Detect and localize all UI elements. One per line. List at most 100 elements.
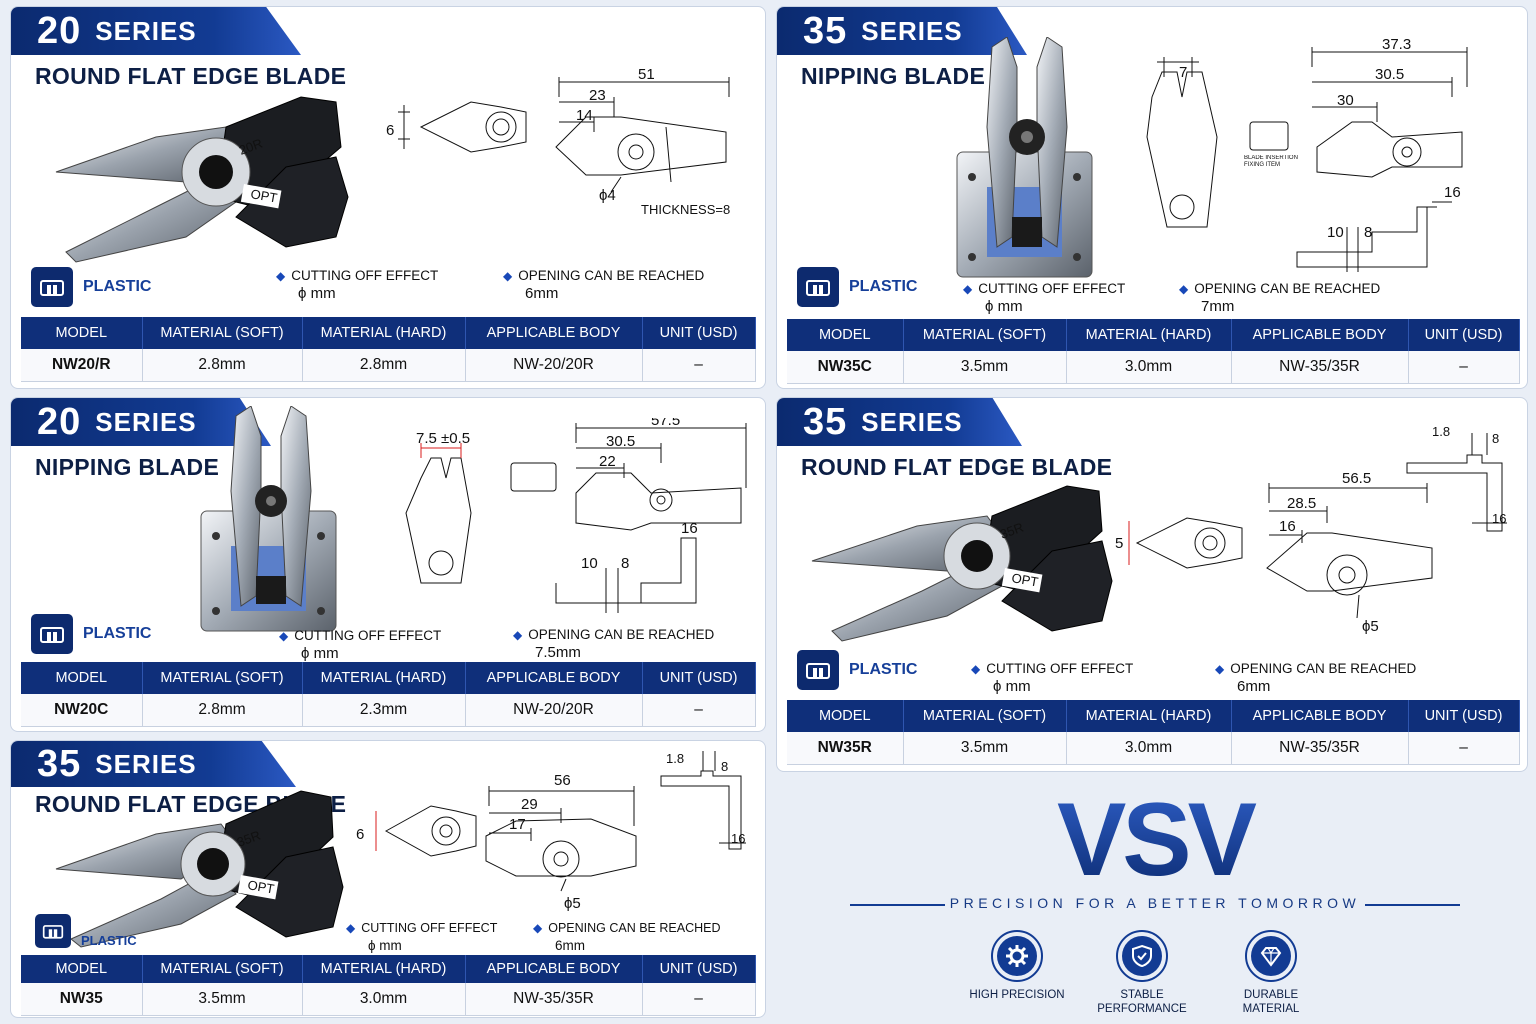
cell-body: NW-20/20R [465, 694, 643, 727]
col-material-soft: MATERIAL (SOFT) [903, 700, 1067, 732]
opening-value: 7mm [1201, 298, 1235, 315]
brand-area: VSV PRECISION FOR A BETTER TOMORROW HIGH… [790, 785, 1520, 1020]
cutting-value: ϕ mm [993, 678, 1031, 695]
cutting-label: CUTTING OFF EFFECT [986, 661, 1134, 676]
series-number: 35 [803, 400, 848, 443]
product-card-nw35: 35 SERIES ROUND FLAT EDGE BLADE 35R OPT [10, 740, 766, 1018]
dim-opening: 5 [1115, 535, 1123, 552]
plastic-label: PLASTIC [81, 933, 137, 948]
col-material-soft: MATERIAL (SOFT) [142, 955, 303, 983]
spec-table: MODEL MATERIAL (SOFT) MATERIAL (HARD) AP… [21, 955, 756, 1016]
dim-opening: 6 [356, 826, 364, 843]
cell-soft: 2.8mm [142, 694, 303, 727]
table-header-row: MODEL MATERIAL (SOFT) MATERIAL (HARD) AP… [21, 662, 756, 694]
col-material-hard: MATERIAL (HARD) [302, 662, 466, 694]
col-applicable-body: APPLICABLE BODY [1231, 700, 1409, 732]
col-model: MODEL [21, 317, 143, 349]
dim-mid: 29 [521, 796, 538, 813]
dim-thickness: THICKNESS=8 [641, 202, 730, 217]
cell-unit: – [642, 983, 756, 1016]
cell-unit: – [642, 349, 756, 382]
cell-body: NW-35/35R [465, 983, 643, 1016]
product-card-nw35r: 35 SERIES ROUND FLAT EDGE BLADE 35R OPT [776, 397, 1528, 772]
col-model: MODEL [787, 700, 904, 732]
blade-product-image: 35R OPT [55, 790, 344, 948]
series-number: 35 [803, 9, 848, 52]
cutting-off-effect: ◆CUTTING OFF EFFECT ϕ mm [279, 627, 441, 663]
cell-hard: 3.0mm [1066, 351, 1232, 384]
table-row: NW35 3.5mm 3.0mm NW-35/35R – [21, 983, 756, 1016]
plastic-icon [35, 913, 71, 948]
cell-soft: 3.5mm [903, 351, 1067, 384]
cell-model: NW20C [21, 694, 143, 727]
blade-product-image: 20R OPT [55, 96, 349, 263]
opening-value: 6mm [555, 938, 585, 953]
dim-length: 37.3 [1382, 36, 1411, 53]
opening-reached: ◆OPENING CAN BE REACHED 6mm [503, 267, 704, 303]
diamond-bullet-icon: ◆ [971, 662, 981, 676]
gear-icon [1006, 945, 1028, 967]
dim-opening: 7.5 ±0.5 [416, 430, 470, 447]
blade-product-image [956, 37, 1093, 278]
col-model: MODEL [787, 319, 904, 351]
diamond-bullet-icon: ◆ [276, 269, 286, 283]
diamond-icon [1260, 947, 1282, 967]
feature-durable-material: DURABLE MATERIAL [1206, 930, 1336, 1016]
opening-label: OPENING CAN BE REACHED [1230, 661, 1417, 676]
cell-hard: 2.3mm [302, 694, 466, 727]
col-material-hard: MATERIAL (HARD) [1066, 319, 1232, 351]
note-blade-insertion: BLADE INSERTION FIXING ITEM [1244, 155, 1298, 168]
tool-mark-opt: OPT [1010, 570, 1039, 589]
cell-body: NW-20/20R [465, 349, 643, 382]
col-model: MODEL [21, 662, 143, 694]
opening-label: OPENING CAN BE REACHED [518, 268, 705, 283]
plastic-badge: PLASTIC [35, 913, 137, 948]
cutting-value: ϕ mm [985, 298, 1023, 315]
opening-value: 7.5mm [535, 644, 581, 661]
dim-short: 16 [1279, 518, 1296, 535]
table-row: NW35R 3.5mm 3.0mm NW-35/35R – [787, 732, 1520, 765]
product-card-nw20r: 20 SERIES ROUND FLAT EDGE BLADE 20R OPT [10, 6, 766, 389]
col-material-hard: MATERIAL (HARD) [302, 317, 466, 349]
dimension-drawing: 6 51 23 14 ϕ4 THICKNESS=8 [386, 66, 730, 217]
cell-unit: – [1408, 351, 1520, 384]
dim-10: 10 [581, 555, 598, 572]
dimension-drawing: 7.5 ±0.5 57.5 30.5 22 16 10 8 [405, 418, 747, 613]
series-word: SERIES [861, 15, 963, 46]
opening-reached: ◆OPENING CAN BE REACHED 7.5mm [513, 626, 714, 662]
col-applicable-body: APPLICABLE BODY [465, 662, 643, 694]
blade-title: NIPPING BLADE [801, 63, 986, 89]
diamond-bullet-icon: ◆ [1215, 662, 1225, 676]
plastic-badge: PLASTIC [797, 650, 917, 690]
cell-hard: 3.0mm [1066, 732, 1232, 765]
product-card-nw20c: 20 SERIES NIPPING BLADE [10, 397, 766, 732]
dimension-drawing: 5 56.5 28.5 16 ϕ5 1.8 8 16 [1115, 424, 1507, 635]
cell-model: NW35 [21, 983, 143, 1016]
tool-mark-opt: OPT [246, 877, 275, 896]
spec-table: MODEL MATERIAL (SOFT) MATERIAL (HARD) AP… [787, 700, 1520, 765]
dim-1-8: 1.8 [666, 751, 684, 766]
opening-label: OPENING CAN BE REACHED [1194, 281, 1381, 296]
feature-label-1: DURABLE [1243, 989, 1299, 1001]
col-model: MODEL [21, 955, 143, 983]
feature-high-precision: HIGH PRECISION [952, 930, 1082, 1002]
diamond-bullet-icon: ◆ [503, 269, 513, 283]
series-number: 20 [37, 400, 82, 443]
dim-short: 14 [576, 107, 593, 124]
feature-stable-performance: STABLE PERFORMANCE [1077, 930, 1207, 1016]
brand-logo-text: VSV [1057, 795, 1257, 885]
spec-table: MODEL MATERIAL (SOFT) MATERIAL (HARD) AP… [21, 317, 756, 382]
dim-8: 8 [1364, 224, 1372, 241]
dim-16: 16 [731, 831, 745, 846]
cutting-label: CUTTING OFF EFFECT [361, 921, 498, 935]
dim-mid: 28.5 [1287, 495, 1316, 512]
table-row: NW20/R 2.8mm 2.8mm NW-20/20R – [21, 349, 756, 382]
plastic-label: PLASTIC [849, 661, 918, 678]
series-header: 35 SERIES [777, 398, 1022, 446]
dim-short: 22 [599, 453, 616, 470]
dim-short: 17 [509, 816, 526, 833]
feature-label: HIGH PRECISION [969, 989, 1065, 1001]
spec-table: MODEL MATERIAL (SOFT) MATERIAL (HARD) AP… [787, 319, 1520, 384]
col-unit: UNIT (USD) [642, 955, 756, 983]
plastic-label: PLASTIC [83, 625, 152, 642]
